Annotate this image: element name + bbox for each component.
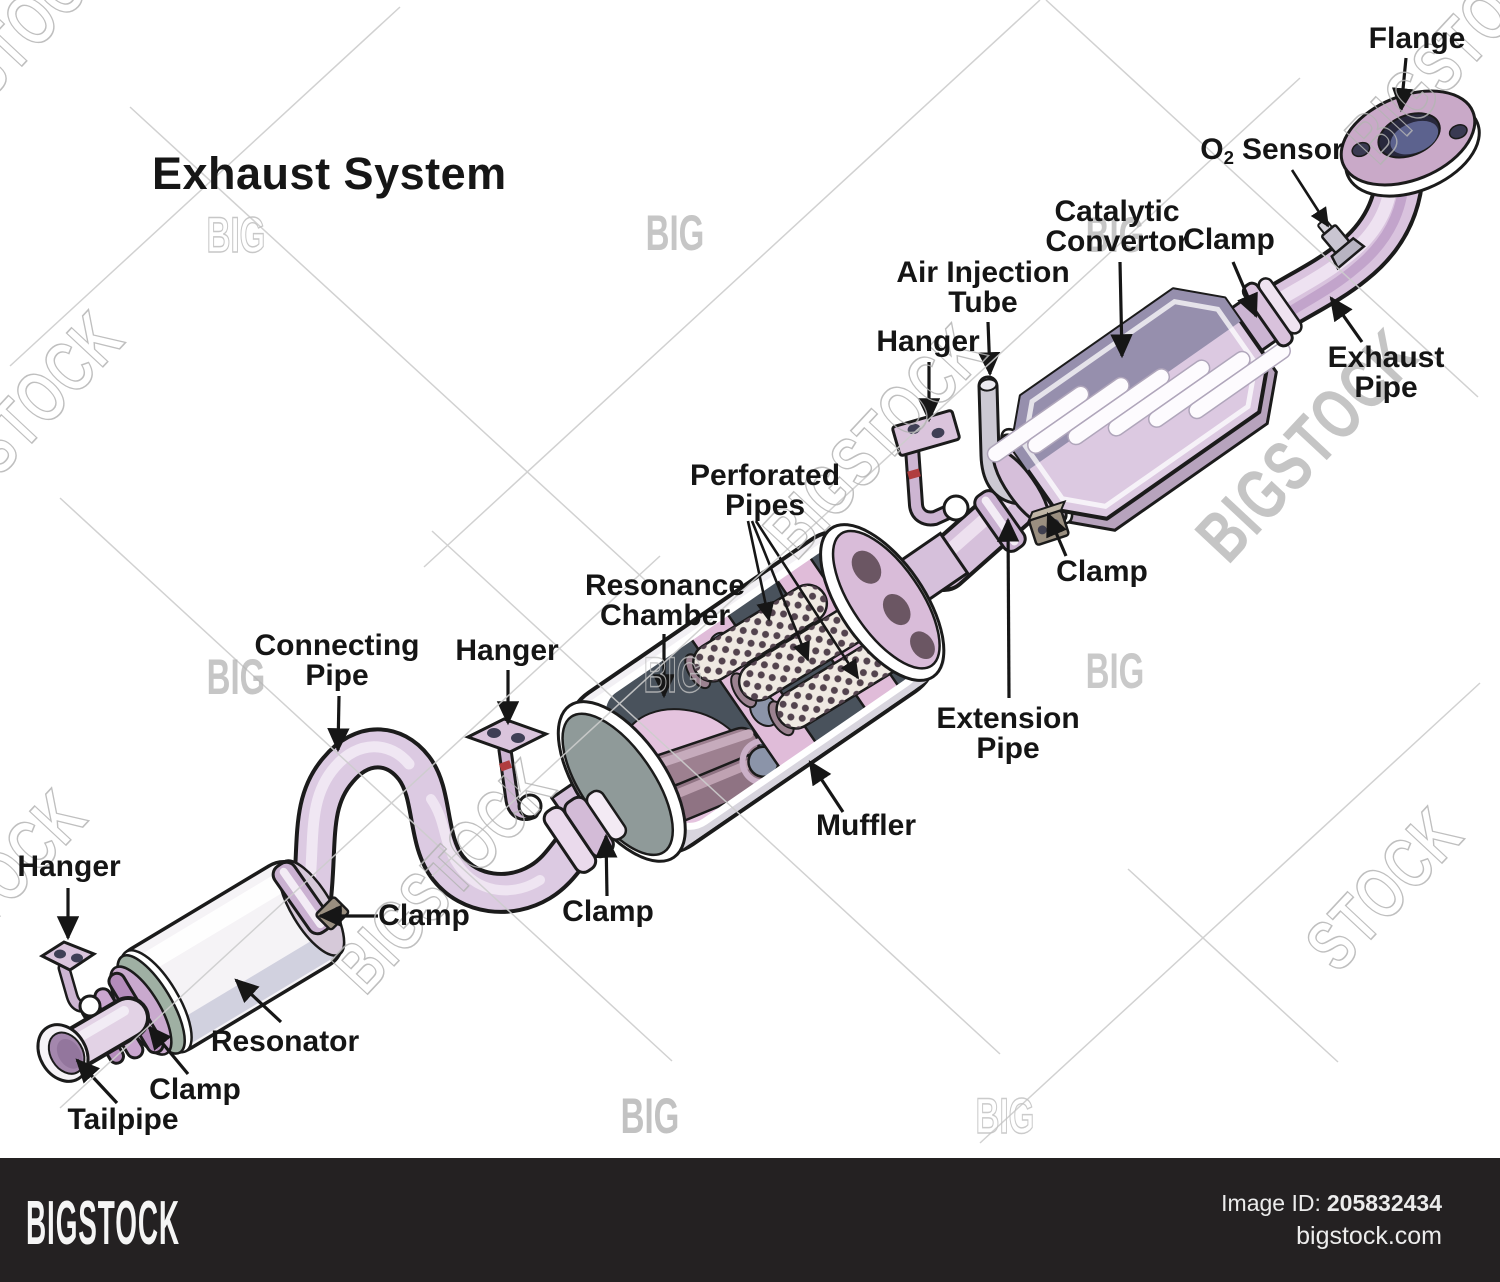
muffler-outlet-cap xyxy=(819,523,946,682)
label-clamp-muffler-inlet: Clamp xyxy=(562,895,654,928)
label-air-injection-tube: Air Injection Tube xyxy=(896,256,1070,319)
arrow-tailpipe xyxy=(75,1058,119,1105)
label-muffler: Muffler xyxy=(816,809,916,842)
hanger-right-bracket xyxy=(891,409,970,527)
arrow-perforated-3 xyxy=(754,520,860,680)
label-resonator: Resonator xyxy=(210,1025,360,1058)
label-hanger-right: Hanger xyxy=(876,325,980,358)
watermark-text: STOCK xyxy=(1291,794,1478,986)
watermark-text: BIG xyxy=(644,647,703,702)
arrow-connecting xyxy=(327,695,350,753)
arrow-clamp-extension xyxy=(1046,511,1068,557)
exhaust-system-illustration xyxy=(36,89,1481,1083)
page-title: Exhaust System xyxy=(152,148,507,199)
label-hanger-middle: Hanger xyxy=(455,634,559,667)
watermark-text: BIG xyxy=(976,1088,1035,1143)
arrow-perforated-2 xyxy=(750,520,810,662)
watermark-text: BIGSTOCK xyxy=(0,0,129,183)
arrow-clamp-muffler-inlet xyxy=(595,833,618,897)
arrow-exhaust-pipe xyxy=(1329,296,1364,343)
arrow-resonator xyxy=(234,978,283,1024)
arrow-catalytic xyxy=(1110,261,1133,359)
perforated-pipe-1 xyxy=(684,583,829,690)
label-extension-pipe: Extension Pipe xyxy=(936,702,1080,765)
footer-bar: BIGSTOCK Image ID:205832434 bigstock.com xyxy=(0,1158,1500,1282)
watermark-text: BIG xyxy=(207,649,266,704)
label-clamp-tailpipe: Clamp xyxy=(149,1073,241,1106)
arrow-o2-sensor xyxy=(1290,169,1330,228)
arrow-air-injection xyxy=(977,321,1001,377)
resonator-clamp xyxy=(271,860,350,936)
arrow-clamp-tailpipe xyxy=(147,1025,190,1076)
bigstock-logo: BIGSTOCK xyxy=(26,1189,180,1258)
label-hanger-left: Hanger xyxy=(17,850,121,883)
watermark-text: BIGSTOCK xyxy=(0,297,139,560)
watermark-text: BIG xyxy=(646,205,705,260)
label-resonance-chamber: Resonance Chamber xyxy=(584,569,746,632)
arrow-muffler xyxy=(808,760,845,813)
muffler xyxy=(549,523,970,863)
arrow-flange xyxy=(1391,57,1415,113)
image-id: Image ID:205832434 xyxy=(1221,1190,1442,1216)
watermark-text: BIG xyxy=(1086,643,1145,698)
label-catalytic-convertor: Catalytic Convertor xyxy=(1045,195,1189,258)
label-tailpipe: Tailpipe xyxy=(67,1103,179,1136)
watermark-lines xyxy=(9,0,1481,1144)
hanger-middle-bracket xyxy=(464,717,550,821)
arrow-perforated-1 xyxy=(746,520,775,622)
label-exhaust-pipe: Exhaust Pipe xyxy=(1327,341,1445,404)
label-perforated-pipes: Perforated Pipes xyxy=(689,459,841,522)
leader-arrows xyxy=(56,57,1415,1105)
watermark-text: BIG xyxy=(1086,207,1145,262)
watermark-text: BIG xyxy=(207,207,266,262)
catalytic-slats xyxy=(986,342,1291,463)
label-clamp-catalytic: Clamp xyxy=(1183,223,1275,256)
hanger-left-bracket xyxy=(38,940,102,1018)
flange xyxy=(1339,89,1481,198)
label-flange: Flange xyxy=(1368,22,1466,55)
watermark-text: BIG xyxy=(621,1088,680,1143)
connecting-pipe xyxy=(291,727,603,919)
label-connecting-pipe: Connecting Pipe xyxy=(254,629,420,692)
label-clamp-extension: Clamp xyxy=(1056,555,1148,588)
label-clamp-resonator: Clamp xyxy=(378,899,470,932)
arrow-extension xyxy=(996,517,1020,699)
tailpipe xyxy=(36,996,150,1083)
arrow-clamp-catalytic xyxy=(1231,261,1258,319)
website-link[interactable]: bigstock.com xyxy=(1296,1222,1442,1250)
watermark-big-texts: BIG BIG BIG BIG BIG BIG BIG BIG xyxy=(206,205,1145,1144)
